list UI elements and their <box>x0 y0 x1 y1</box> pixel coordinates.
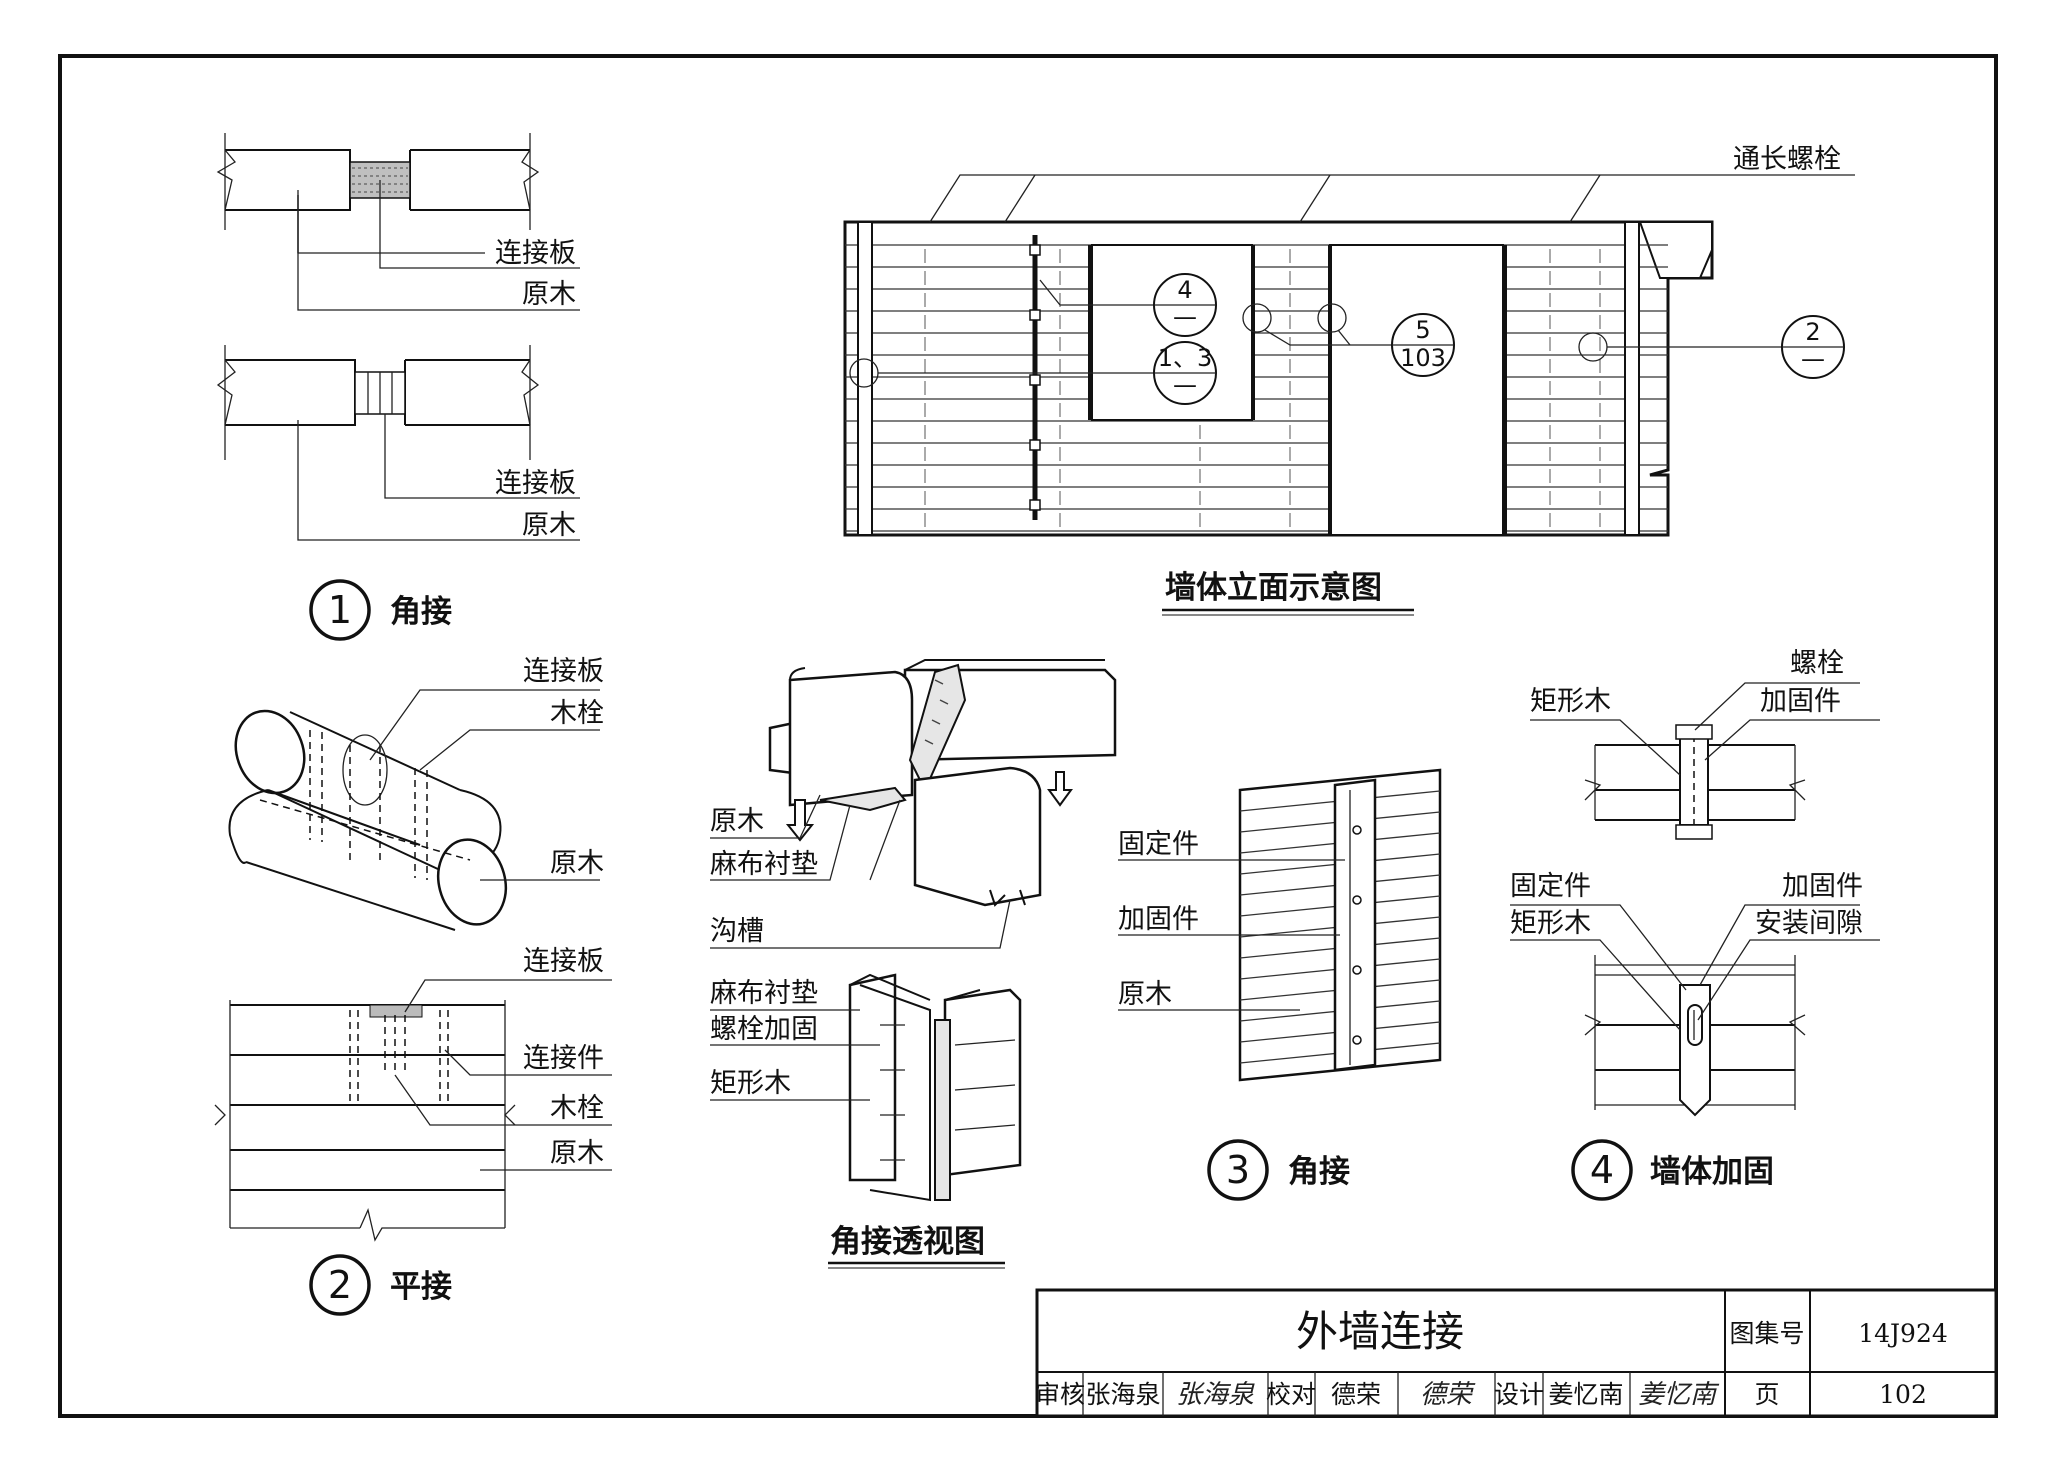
d3-title: 角接 <box>1288 1154 1350 1190</box>
d2-iso-dowel-label: 木栓 <box>550 698 604 729</box>
design-name: 姜忆南 <box>1548 1380 1623 1409</box>
d2-iso-plate-label: 连接板 <box>523 656 604 687</box>
title-block: 外墙连接 图集号 14J924 页 102 审核 张海泉 张海泉 校对 德荣 德… <box>1035 1288 1998 1418</box>
d4-fixer-label: 固定件 <box>1510 871 1591 902</box>
persp-bolt-label: 螺栓加固 <box>710 1014 818 1045</box>
persp-burlap2-label: 麻布衬垫 <box>710 978 818 1009</box>
check-signature: 德荣 <box>1420 1380 1476 1410</box>
ref-2-num: 2 <box>1805 318 1820 346</box>
design-signature: 姜忆南 <box>1638 1380 1720 1410</box>
d1-bot-log-label: 原木 <box>522 510 576 541</box>
ref-4-num: 4 <box>1177 276 1192 304</box>
d2-iso-log-label: 原木 <box>550 848 604 879</box>
d2-title: 平接 <box>390 1269 452 1305</box>
d4-number: 4 <box>1590 1148 1614 1192</box>
d1-bot-plate-label: 连接板 <box>495 468 576 499</box>
corner-perspective-drawing: 原木 麻布衬垫 沟槽 麻布衬垫 螺栓加固 矩形木 <box>710 659 1117 1202</box>
d3-reinforcer-label: 加固件 <box>1118 904 1199 935</box>
perspective-title: 角接透视图 <box>828 1224 1005 1269</box>
d4-install-gap-label: 安装间隙 <box>1755 908 1863 939</box>
d4-title: 墙体加固 <box>1650 1154 1774 1190</box>
d4-reinforcer-label: 加固件 <box>1782 871 1863 902</box>
perspective-title-text: 角接透视图 <box>830 1224 985 1260</box>
callout-ref-4: 4 — <box>1153 273 1217 337</box>
detail-3-drawing: 固定件 加固件 原木 <box>1118 768 1442 1082</box>
d4-reinforcer-top-label: 加固件 <box>1760 686 1841 717</box>
through-bolt-label: 通长螺栓 <box>1733 144 1841 175</box>
d3-number: 3 <box>1226 1148 1250 1192</box>
sheet-border <box>58 54 1998 1418</box>
check-name: 德荣 <box>1331 1380 1381 1409</box>
d1-number: 1 <box>328 588 352 632</box>
d3-log-label: 原木 <box>1118 979 1172 1010</box>
review-label: 审核 <box>1035 1380 1085 1409</box>
page-number: 102 <box>1879 1380 1927 1409</box>
wall-elevation-drawing: 通长螺栓 <box>843 144 1855 537</box>
ref-1-3-sheet: — <box>1173 371 1197 399</box>
d1-title: 角接 <box>390 594 452 630</box>
detail-4-title: 4 墙体加固 <box>1571 1139 1774 1201</box>
d4-bolt-label: 螺栓 <box>1790 648 1844 679</box>
d3-fixer-label: 固定件 <box>1118 829 1199 860</box>
d1-top-log-label: 原木 <box>522 279 576 310</box>
persp-log-label: 原木 <box>710 806 764 837</box>
detail-1-drawing: 连接板 原木 连接板 原木 <box>216 133 580 541</box>
persp-groove-label: 沟槽 <box>710 916 764 947</box>
ref-4-sheet: — <box>1173 303 1197 331</box>
ref-5-sheet: 103 <box>1400 344 1446 372</box>
detail-2-title: 2 平接 <box>309 1254 452 1316</box>
callout-ref-5: 5 103 <box>1391 313 1455 377</box>
page-label: 页 <box>1754 1380 1779 1409</box>
d1-top-plate-label: 连接板 <box>495 238 576 269</box>
review-name: 张海泉 <box>1085 1380 1160 1409</box>
d2-el-log-label: 原木 <box>550 1138 604 1169</box>
callout-ref-2: 2 — <box>1781 315 1845 379</box>
sheet-title: 外墙连接 <box>1296 1307 1464 1356</box>
d4-rect-timber-top-label: 矩形木 <box>1530 686 1611 717</box>
detail-3-title: 3 角接 <box>1207 1139 1350 1201</box>
detail-2-elevation-drawing: 连接板 连接件 木栓 原木 <box>214 946 612 1242</box>
door-opening <box>1329 244 1504 536</box>
elevation-title: 墙体立面示意图 <box>1162 570 1414 616</box>
atlas-label: 图集号 <box>1729 1319 1804 1348</box>
d4-rect-timber-label: 矩形木 <box>1510 908 1591 939</box>
design-label: 设计 <box>1494 1380 1544 1409</box>
ref-5-num: 5 <box>1415 316 1430 344</box>
ref-1-3-num: 1、3 <box>1158 344 1213 372</box>
d2-el-dowel-label: 木栓 <box>550 1093 604 1124</box>
callout-ref-1-3: 1、3 — <box>1153 341 1217 405</box>
elevation-title-text: 墙体立面示意图 <box>1165 570 1382 606</box>
d2-number: 2 <box>328 1263 352 1307</box>
atlas-number: 14J924 <box>1858 1319 1948 1348</box>
persp-rect-timber-label: 矩形木 <box>710 1068 791 1099</box>
d2-el-connector-label: 连接件 <box>523 1043 604 1074</box>
persp-burlap-label: 麻布衬垫 <box>710 849 818 880</box>
d2-el-plate-label: 连接板 <box>523 946 604 977</box>
log-courses <box>845 244 1668 532</box>
detail-4-drawing: 螺栓 加固件 矩形木 固定件 矩形木 加固件 安装间隙 <box>1510 648 1880 1117</box>
check-label: 校对 <box>1266 1380 1316 1409</box>
review-signature: 张海泉 <box>1176 1380 1255 1410</box>
ref-2-sheet: — <box>1801 345 1825 373</box>
detail-1-title: 1 角接 <box>309 579 452 641</box>
detail-2-iso-drawing: 连接板 木栓 原木 <box>228 656 604 931</box>
